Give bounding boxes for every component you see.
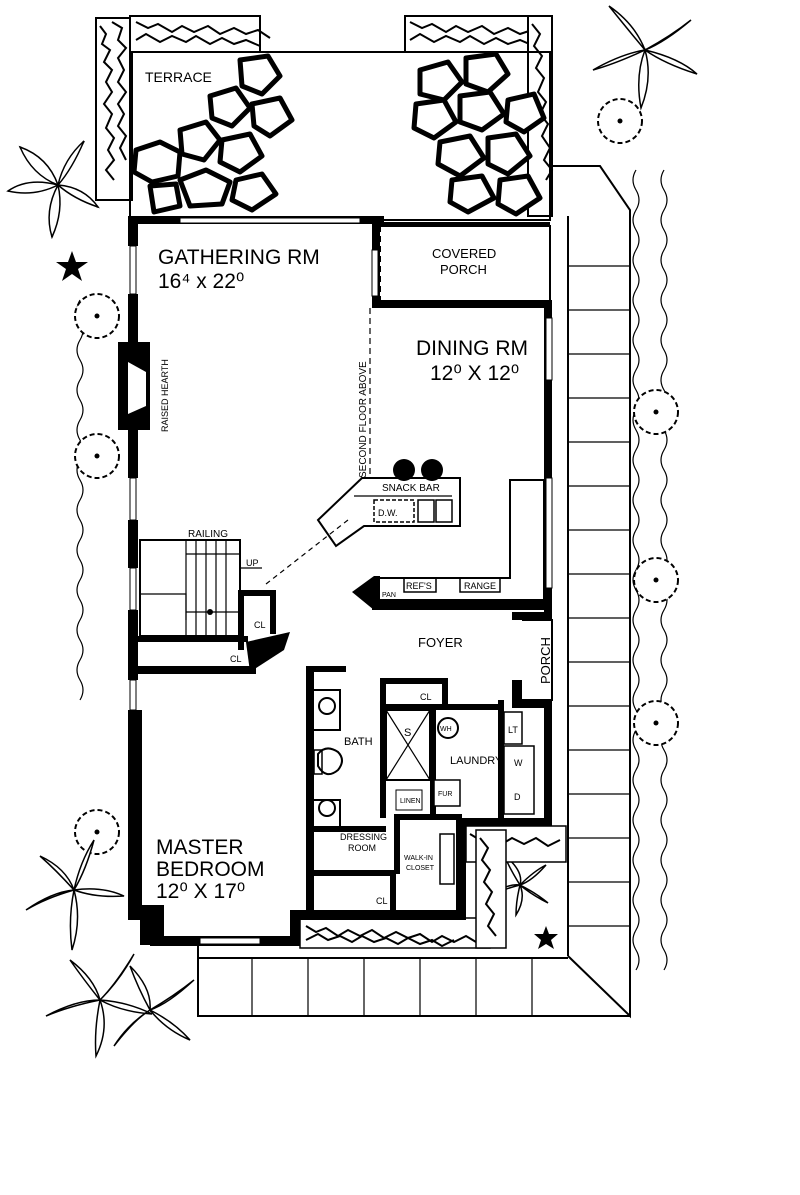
hedge-left-terrace <box>95 17 133 201</box>
pantry-label: PAN <box>382 592 396 599</box>
shrub-icon <box>74 809 120 855</box>
dressing-room-label-2: ROOM <box>348 843 376 853</box>
dishwasher-label: D.W. <box>378 508 398 518</box>
palm-plant-icon <box>113 965 195 1047</box>
terrace-label: TERRACE <box>145 69 212 85</box>
laundry-tub-label: LT <box>508 725 518 735</box>
dining-room-size: 12⁰ X 12⁰ <box>430 362 519 385</box>
shrub-icon <box>74 433 120 479</box>
walkway-bottom <box>197 946 630 1017</box>
second-floor-above-label: SECOND FLOOR ABOVE <box>358 361 369 478</box>
kitchen <box>316 459 552 610</box>
hedge-top <box>129 15 551 53</box>
furnace-label: FUR <box>438 791 452 798</box>
gathering-room-size: 16⁴ x 22⁰ <box>158 270 244 293</box>
shrub-icon <box>633 700 679 746</box>
dryer-label: D <box>514 792 521 802</box>
stair-closet-label: CL <box>254 620 266 630</box>
palm-plant-icon <box>6 140 100 240</box>
range-label: RANGE <box>464 581 496 591</box>
master-bedroom-name-2: BEDROOM <box>156 858 265 881</box>
hedge-bed-bottom <box>299 825 567 949</box>
washer-label: W <box>514 758 523 768</box>
star-plant-icon <box>534 926 558 949</box>
flagstone-left <box>131 53 295 215</box>
shower-label: S <box>404 727 411 739</box>
covered-porch-label-1: COVERED <box>432 246 496 261</box>
stair-up-label: UP <box>246 558 259 568</box>
walkway-right <box>552 165 631 1019</box>
dressing-room-label-1: DRESSING <box>340 832 387 842</box>
star-plant-icon <box>56 251 88 281</box>
raised-hearth-label: RAISED HEARTH <box>160 359 170 432</box>
shrub-icon <box>633 389 679 435</box>
porch-label: PORCH <box>538 637 553 684</box>
palm-plant-icon <box>592 5 698 111</box>
master-bedroom-name-1: MASTER <box>156 836 244 859</box>
windows <box>129 217 553 945</box>
laundry-label: LAUNDRY <box>450 755 503 767</box>
flagstone-right <box>411 51 547 217</box>
planting-edge-left <box>76 299 84 701</box>
refrigerator-label: REF'S <box>406 581 432 591</box>
gathering-room-name: GATHERING RM <box>158 246 320 269</box>
interior-walls <box>138 225 553 910</box>
foyer-label: FOYER <box>418 635 463 650</box>
shrub-icon <box>633 557 679 603</box>
master-closet-label: CL <box>376 896 388 906</box>
palm-plant-icon <box>45 953 153 1059</box>
water-heater-label: WH <box>440 726 452 733</box>
railing-label: RAILING <box>188 529 228 540</box>
hall-closet-label: CL <box>230 654 242 664</box>
dining-room-name: DINING RM <box>416 337 528 360</box>
core-closet-label: CL <box>420 692 432 702</box>
planting-edge-right-a <box>632 169 640 971</box>
shrub-icon <box>74 293 120 339</box>
shrub-icon <box>597 98 643 144</box>
walk-in-closet-label-2: CLOSET <box>406 865 435 872</box>
bath-label: BATH <box>344 736 373 748</box>
covered-porch-label-2: PORCH <box>440 262 487 277</box>
palm-plant-icon <box>25 839 125 951</box>
master-bedroom-size: 12⁰ X 17⁰ <box>156 880 245 903</box>
linen-label: LINEN <box>400 798 421 805</box>
snack-bar-label: SNACK BAR <box>382 483 440 494</box>
walk-in-closet-label-1: WALK-IN <box>404 855 433 862</box>
